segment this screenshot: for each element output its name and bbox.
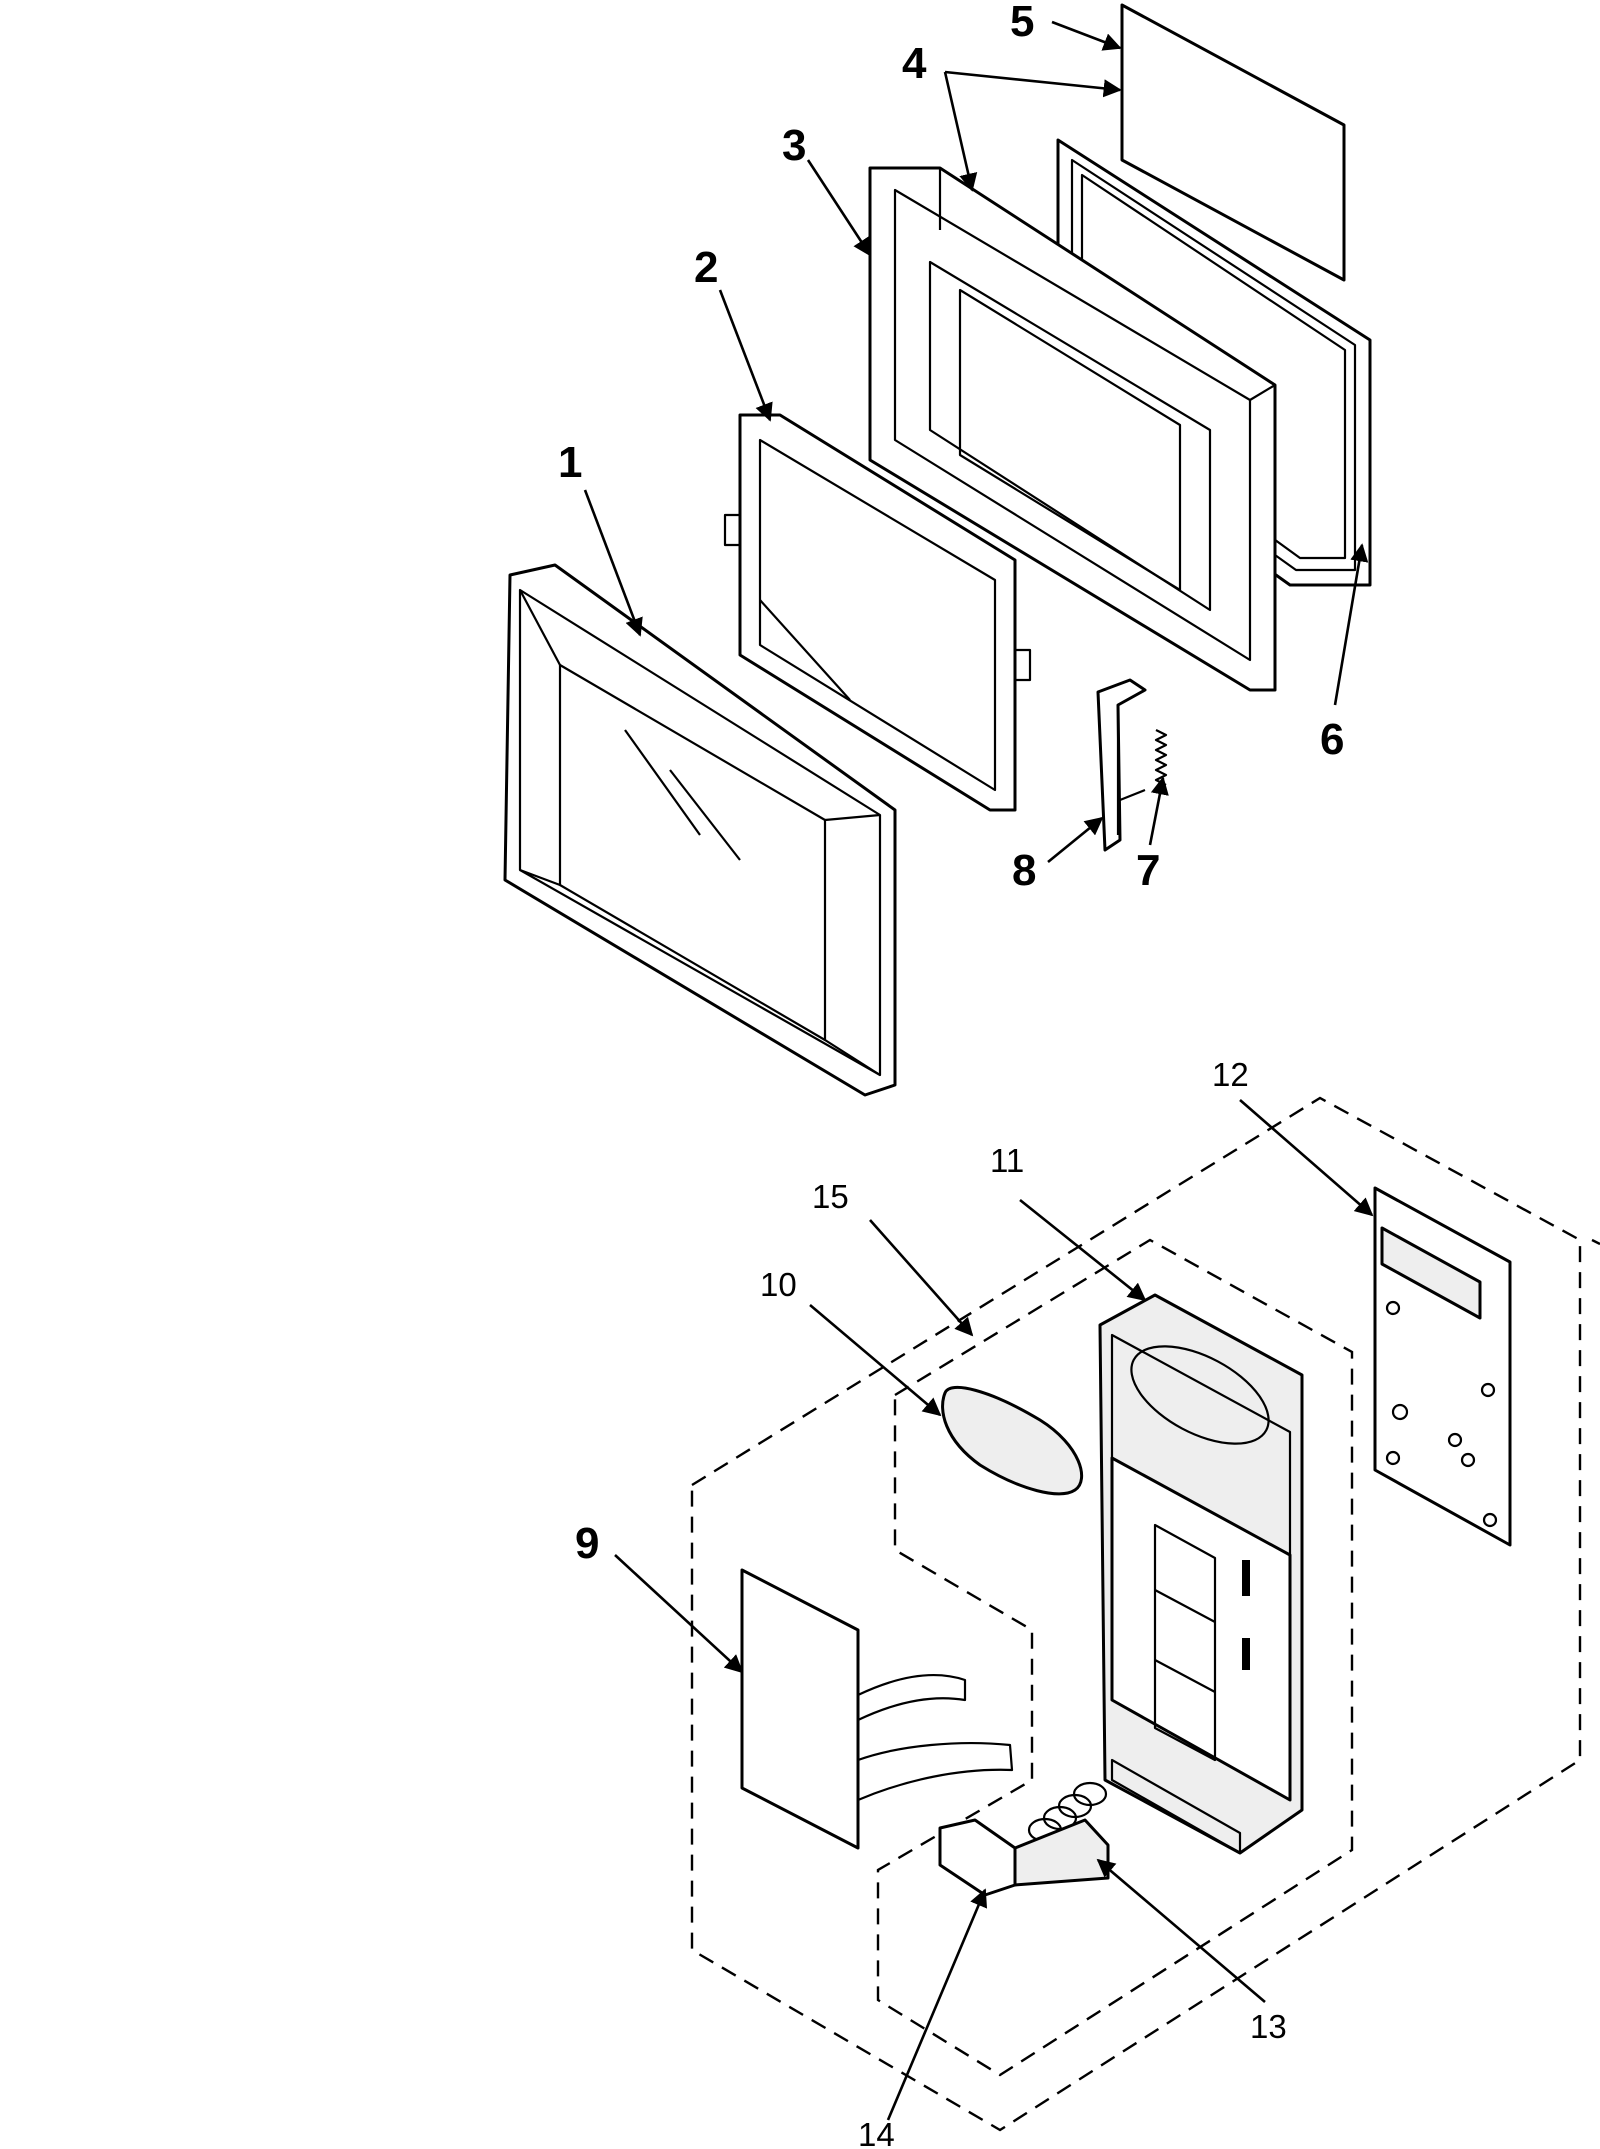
callout-5: 5 [1010, 0, 1034, 46]
callout-labels: 5 4 3 2 1 6 8 7 12 11 15 10 9 13 14 [558, 0, 1344, 2149]
callout-3: 3 [782, 121, 806, 170]
callout-9: 9 [575, 1519, 599, 1568]
callout-11: 11 [990, 1142, 1024, 1179]
callout-15: 15 [812, 1178, 849, 1215]
callout-14: 14 [858, 2116, 895, 2149]
part-12-control-board [1373, 1186, 1512, 1547]
callout-13: 13 [1250, 2008, 1287, 2045]
part-2-choke-frame [723, 413, 1032, 812]
callout-6: 6 [1320, 715, 1344, 764]
callout-4: 4 [902, 39, 927, 88]
assembly-boundary-inner [876, 1238, 1354, 2077]
callout-1: 1 [558, 438, 582, 487]
part-9-membrane-sheet [740, 1568, 1014, 1850]
callout-12: 12 [1212, 1056, 1249, 1093]
part-10-button-cap [941, 1385, 1084, 1496]
part-14-door-button [938, 1818, 1110, 1897]
part-11-control-panel [1098, 1293, 1304, 1855]
callout-2: 2 [694, 243, 718, 292]
part-5-window-sheet [1120, 3, 1346, 282]
callout-7: 7 [1136, 846, 1160, 895]
assembly-boundary-outer [690, 1096, 1600, 2132]
part-3-inner-door-frame [868, 166, 1277, 692]
part-8-latch-bar [1096, 678, 1147, 852]
callout-8: 8 [1012, 846, 1036, 895]
part-7-latch-spring [1154, 729, 1168, 786]
callout-10: 10 [760, 1266, 797, 1303]
part-1-door-panel [503, 563, 897, 1097]
leader-lines [583, 20, 1374, 2121]
